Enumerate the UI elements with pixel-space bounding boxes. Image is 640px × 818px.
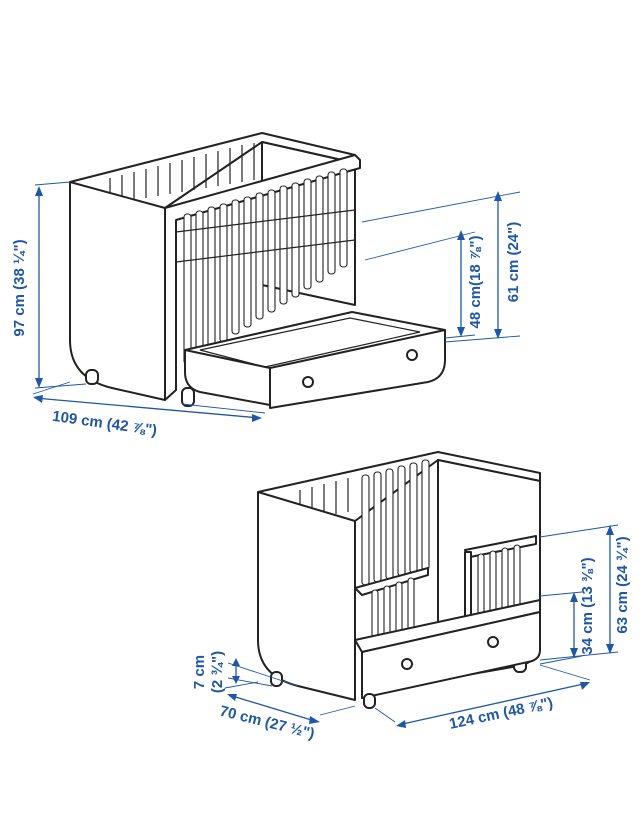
bed-width-label: 70 cm (27 ½") bbox=[218, 703, 316, 743]
bed-illustration bbox=[257, 451, 541, 709]
bed-total-height-label: 63 cm (24 ¾") bbox=[614, 536, 631, 633]
bed-clearance-cm-label: 7 cm bbox=[191, 655, 208, 689]
crib-back-slats bbox=[109, 143, 255, 205]
bed-guard-height-label: 34 cm (13 ⅜") bbox=[579, 557, 596, 654]
drawer-knob bbox=[487, 636, 499, 648]
bed-drawer bbox=[361, 611, 541, 699]
drawer-knob bbox=[401, 658, 413, 670]
crib-width-label: 109 cm (42 ⅞") bbox=[51, 408, 158, 440]
bed-back-slats bbox=[299, 459, 430, 586]
bed-length-label: 124 cm (48 ⅞") bbox=[448, 694, 555, 733]
crib-height-label: 97 cm (38 ¼") bbox=[11, 239, 28, 336]
drawer-knob bbox=[406, 349, 418, 361]
crib-drawer bbox=[184, 311, 446, 409]
bed-clearance-in-label: (2 ¾") bbox=[209, 651, 226, 693]
crib-front-slats bbox=[183, 168, 348, 365]
crib-illustration bbox=[69, 132, 446, 409]
crib-rail-height-label: 61 cm (24") bbox=[505, 222, 522, 303]
crib-mattress-depth-label: 48 cm(18 ⅞") bbox=[467, 235, 484, 328]
drawer-knob bbox=[302, 376, 314, 388]
